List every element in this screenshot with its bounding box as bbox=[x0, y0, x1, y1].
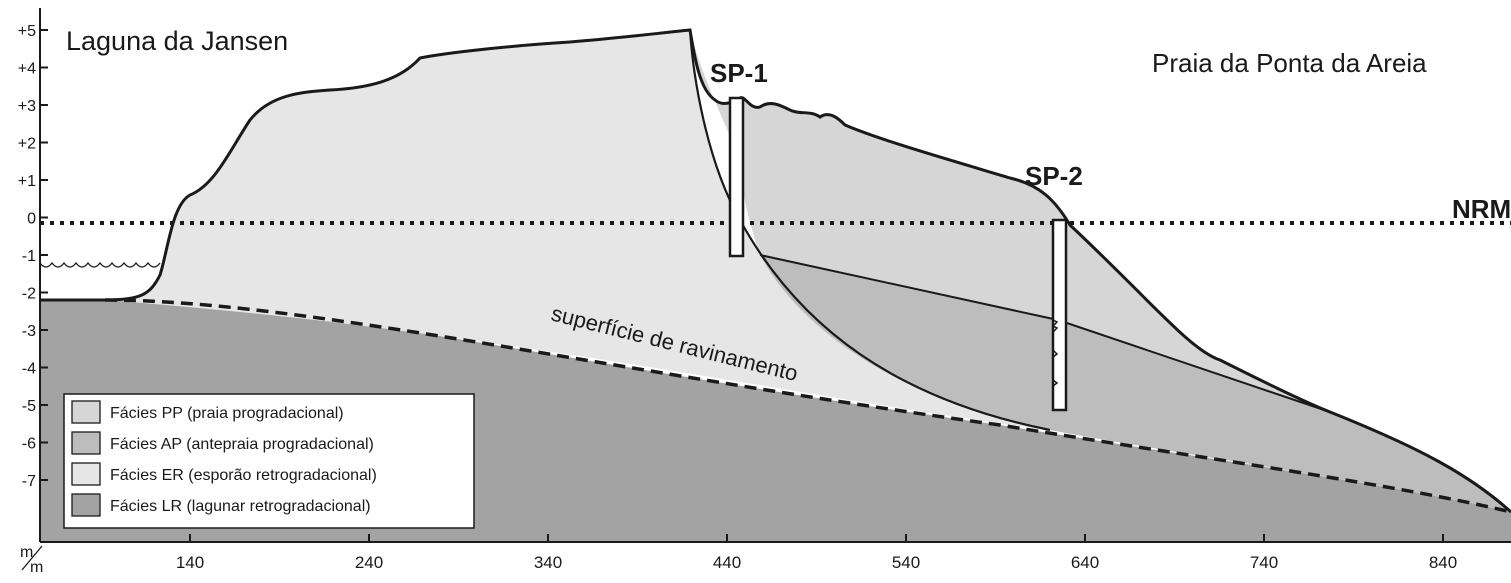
y-tick-label: +3 bbox=[18, 98, 36, 115]
legend-label: Fácies ER (esporão retrogradacional) bbox=[110, 467, 377, 484]
legend-swatch bbox=[71, 400, 101, 424]
legend: Fácies PP (praia progradacional) Fácies A… bbox=[63, 393, 475, 529]
sea-level-label: NRM bbox=[1452, 194, 1511, 224]
facies-er-area bbox=[40, 30, 1050, 430]
x-tick-label: 140 bbox=[176, 553, 204, 572]
x-tick-label: 540 bbox=[892, 553, 920, 572]
core-sp1 bbox=[728, 96, 745, 258]
y-tick-label: +4 bbox=[18, 61, 36, 78]
x-tick-label: 840 bbox=[1429, 553, 1457, 572]
x-tick-label: 440 bbox=[713, 553, 741, 572]
legend-label: Fácies LR (lagunar retrogradacional) bbox=[110, 498, 371, 515]
core-sp2 bbox=[1051, 218, 1068, 412]
y-tick-label: -6 bbox=[22, 436, 36, 453]
unit-divider bbox=[21, 545, 43, 571]
y-tick-label: -7 bbox=[22, 473, 36, 490]
x-tick-label: 240 bbox=[355, 553, 383, 572]
facies-boundary-curve bbox=[688, 29, 1051, 432]
core-sp2-notches bbox=[1051, 319, 1059, 387]
y-tick-label: -4 bbox=[22, 361, 36, 378]
y-tick-label: 0 bbox=[27, 211, 36, 228]
x-tick-label: 640 bbox=[1071, 553, 1099, 572]
legend-swatch bbox=[71, 493, 101, 517]
core-sp2-label: SP-2 bbox=[1025, 161, 1083, 191]
y-tick-label: +1 bbox=[18, 173, 36, 190]
facies-ap-area bbox=[760, 255, 1511, 512]
lagoon-label: Laguna da Jansen bbox=[66, 26, 288, 56]
ravinement-surface-line bbox=[104, 298, 1511, 514]
y-tick-label: -3 bbox=[22, 323, 36, 340]
legend-swatch bbox=[71, 462, 101, 486]
legend-box bbox=[63, 393, 475, 529]
legend-label: Fácies AP (antepraia progradacional) bbox=[110, 436, 374, 453]
x-axis-ticks: 140 240 340 440 540 640 740 840 bbox=[176, 534, 1457, 572]
y-tick-label: -2 bbox=[22, 286, 36, 303]
beach-label: Praia da Ponta da Areia bbox=[1152, 48, 1427, 78]
x-tick-label: 740 bbox=[1250, 553, 1278, 572]
legend-swatch bbox=[71, 431, 101, 455]
core-sp1-label: SP-1 bbox=[710, 58, 768, 88]
y-tick-label: +2 bbox=[18, 136, 36, 153]
lagoon-water-waves bbox=[39, 261, 161, 268]
y-tick-label: +5 bbox=[18, 23, 36, 40]
y-tick-label: -5 bbox=[22, 398, 36, 415]
y-tick-label: -1 bbox=[22, 248, 36, 265]
x-unit-label: m bbox=[30, 559, 43, 576]
x-tick-label: 340 bbox=[534, 553, 562, 572]
y-axis-ticks: +5 +4 +3 +2 +1 0 -1 -2 -3 -4 -5 -6 -7 bbox=[18, 23, 48, 490]
y-unit-label: m bbox=[20, 544, 33, 561]
legend-label: Fácies PP (praia progradacional) bbox=[110, 405, 344, 422]
